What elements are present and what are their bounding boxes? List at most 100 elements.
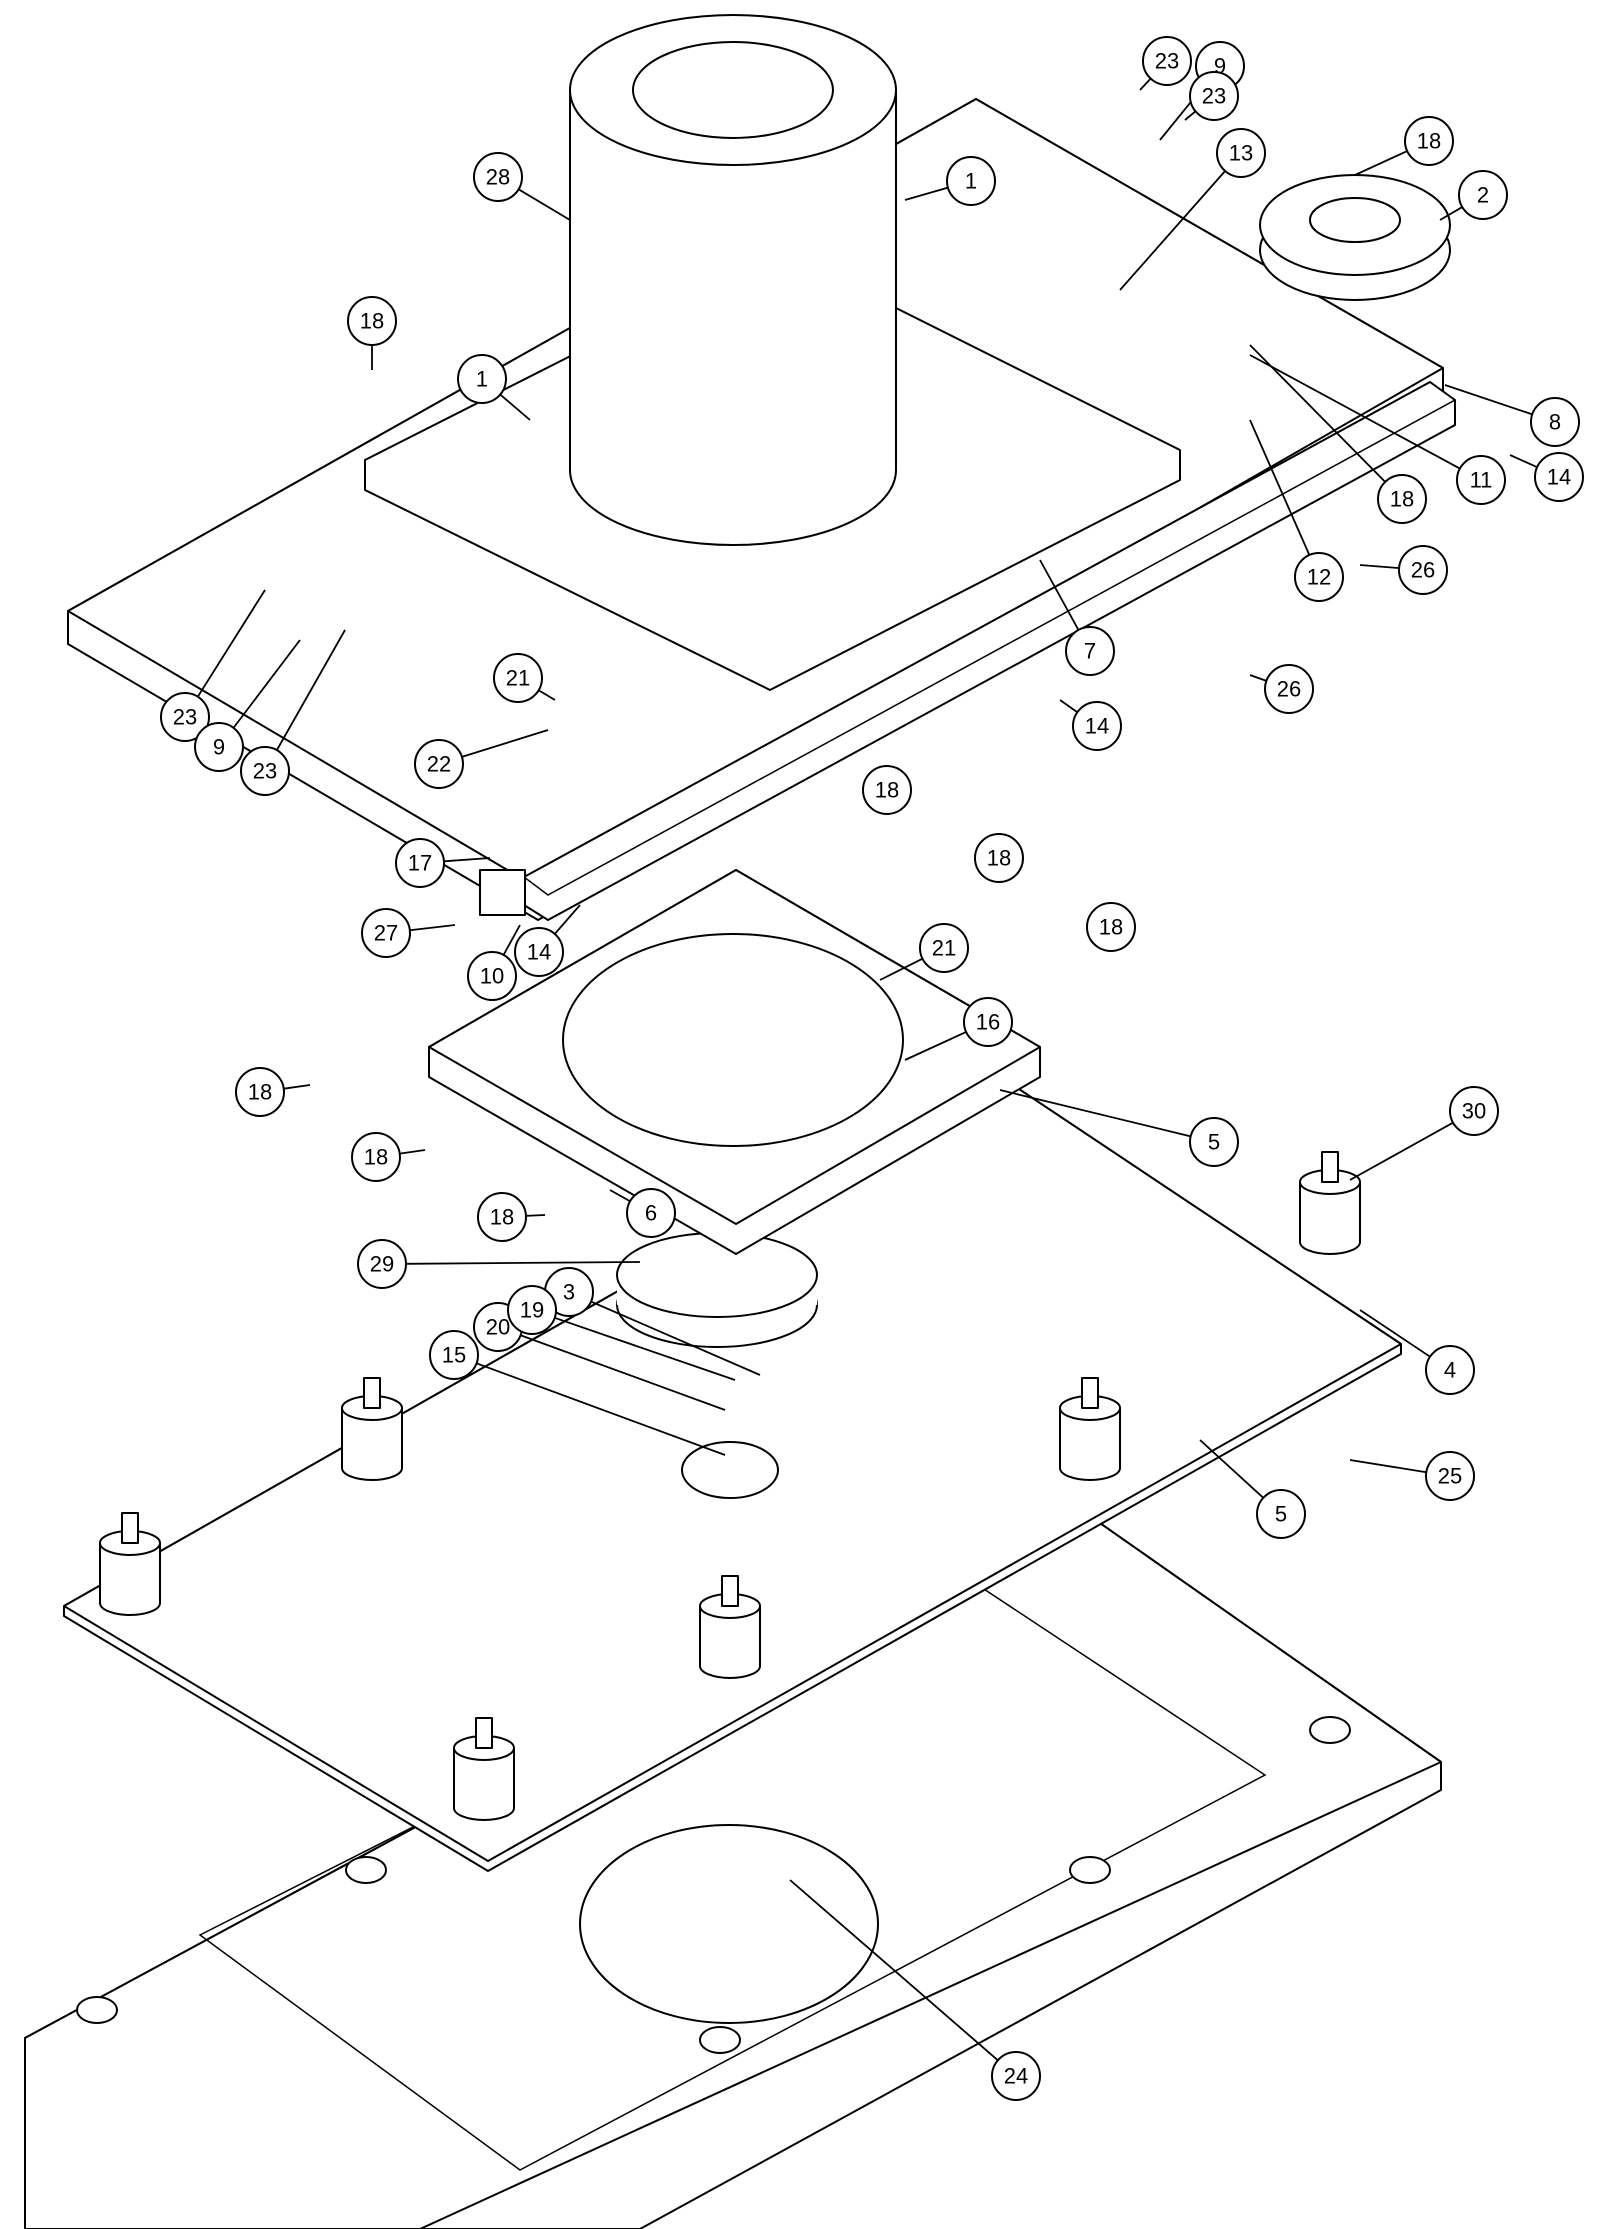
leader-line xyxy=(232,639,301,729)
part-number: 9 xyxy=(213,735,225,760)
part-number: 18 xyxy=(1390,487,1414,512)
leader-line xyxy=(1139,77,1152,91)
part-balloon-30: 30 xyxy=(1449,1086,1499,1136)
leader-line xyxy=(879,957,923,981)
part-number: 1 xyxy=(965,169,977,194)
part-balloon-16: 16 xyxy=(963,997,1013,1047)
rubber-foot xyxy=(341,1377,403,1481)
part-number: 29 xyxy=(370,1252,394,1277)
motor xyxy=(569,14,897,546)
part-number: 20 xyxy=(486,1315,510,1340)
part-number: 17 xyxy=(408,851,432,876)
part-balloon-11: 11 xyxy=(1456,455,1506,505)
part-number: 23 xyxy=(1202,84,1226,109)
part-balloon-15: 15 xyxy=(429,1330,479,1380)
part-number: 23 xyxy=(253,759,277,784)
part-balloon-18: 18 xyxy=(477,1192,527,1242)
part-number: 28 xyxy=(486,165,510,190)
leader-line xyxy=(1119,170,1226,291)
part-number: 24 xyxy=(1004,2064,1028,2089)
leader-line xyxy=(276,629,346,751)
leader-line xyxy=(609,1189,631,1203)
part-balloon-8: 8 xyxy=(1530,397,1580,447)
part-balloon-18: 18 xyxy=(1404,116,1454,166)
leader-line xyxy=(1199,1439,1264,1499)
leader-line xyxy=(1059,699,1078,713)
part-number: 10 xyxy=(480,964,504,989)
part-balloon-1: 1 xyxy=(946,156,996,206)
part-balloon-5: 5 xyxy=(1256,1489,1306,1539)
leader-line xyxy=(499,393,531,421)
part-number: 19 xyxy=(520,1298,544,1323)
leader-line xyxy=(399,1149,426,1155)
part-number: 18 xyxy=(360,309,384,334)
part-number: 1 xyxy=(476,367,488,392)
part-balloon-7: 7 xyxy=(1065,626,1115,676)
part-number: 6 xyxy=(645,1201,657,1226)
part-balloon-12: 12 xyxy=(1294,552,1344,602)
leader-line xyxy=(590,1300,761,1376)
part-number: 23 xyxy=(173,705,197,730)
leader-line xyxy=(1444,384,1533,416)
part-balloon-4: 4 xyxy=(1425,1345,1475,1395)
leader-line xyxy=(1039,559,1080,631)
leader-line xyxy=(1249,419,1311,556)
part-number: 26 xyxy=(1277,677,1301,702)
part-number: 15 xyxy=(442,1343,466,1368)
leader-line xyxy=(1249,344,1386,483)
part-number: 7 xyxy=(1084,639,1096,664)
drive-plate xyxy=(428,869,1041,1348)
part-balloon-29: 29 xyxy=(357,1239,407,1289)
part-number: 5 xyxy=(1208,1130,1220,1155)
rubber-feet xyxy=(99,1151,1361,1821)
part-number: 18 xyxy=(987,846,1011,871)
leader-line xyxy=(904,1031,967,1061)
leader-line xyxy=(1349,1459,1427,1474)
part-balloon-19: 19 xyxy=(507,1285,557,1335)
part-balloon-9: 9 xyxy=(194,722,244,772)
leader-line xyxy=(1249,674,1267,682)
leader-line xyxy=(502,924,521,956)
rubber-foot xyxy=(699,1575,761,1679)
part-balloon-18: 18 xyxy=(351,1132,401,1182)
part-number: 21 xyxy=(506,666,530,691)
part-balloon-14: 14 xyxy=(1072,701,1122,751)
part-balloon-28: 28 xyxy=(473,152,523,202)
leader-line xyxy=(476,1362,726,1456)
leader-lines xyxy=(197,77,1538,2061)
leader-line xyxy=(1349,1121,1454,1181)
leader-line xyxy=(409,924,456,932)
pulley xyxy=(1259,174,1451,301)
part-number: 30 xyxy=(1462,1099,1486,1124)
part-number: 16 xyxy=(976,1010,1000,1035)
part-number: 18 xyxy=(875,778,899,803)
part-balloon-25: 25 xyxy=(1425,1451,1475,1501)
part-number: 2 xyxy=(1477,183,1489,208)
part-balloon-10: 10 xyxy=(467,951,517,1001)
part-balloon-18: 18 xyxy=(347,296,397,346)
part-number: 4 xyxy=(1444,1358,1456,1383)
part-balloon-27: 27 xyxy=(361,908,411,958)
leader-line xyxy=(1249,354,1461,470)
lower-plate xyxy=(63,1074,1402,1872)
part-balloon-18: 18 xyxy=(862,765,912,815)
leader-line xyxy=(538,689,556,701)
leader-line xyxy=(554,904,581,935)
part-balloon-21: 21 xyxy=(919,923,969,973)
part-number: 14 xyxy=(1547,465,1571,490)
base-frame xyxy=(24,1485,1442,2229)
rubber-foot xyxy=(99,1512,161,1616)
part-number: 8 xyxy=(1549,410,1561,435)
part-balloon-26: 26 xyxy=(1264,664,1314,714)
part-balloon-18: 18 xyxy=(235,1067,285,1117)
part-number: 11 xyxy=(1470,468,1493,493)
leader-line xyxy=(1439,206,1463,221)
rubber-foot xyxy=(1059,1377,1121,1481)
part-number: 3 xyxy=(563,1280,575,1305)
part-balloon-21: 21 xyxy=(493,653,543,703)
leader-line xyxy=(1509,454,1538,468)
leader-line xyxy=(461,729,549,758)
